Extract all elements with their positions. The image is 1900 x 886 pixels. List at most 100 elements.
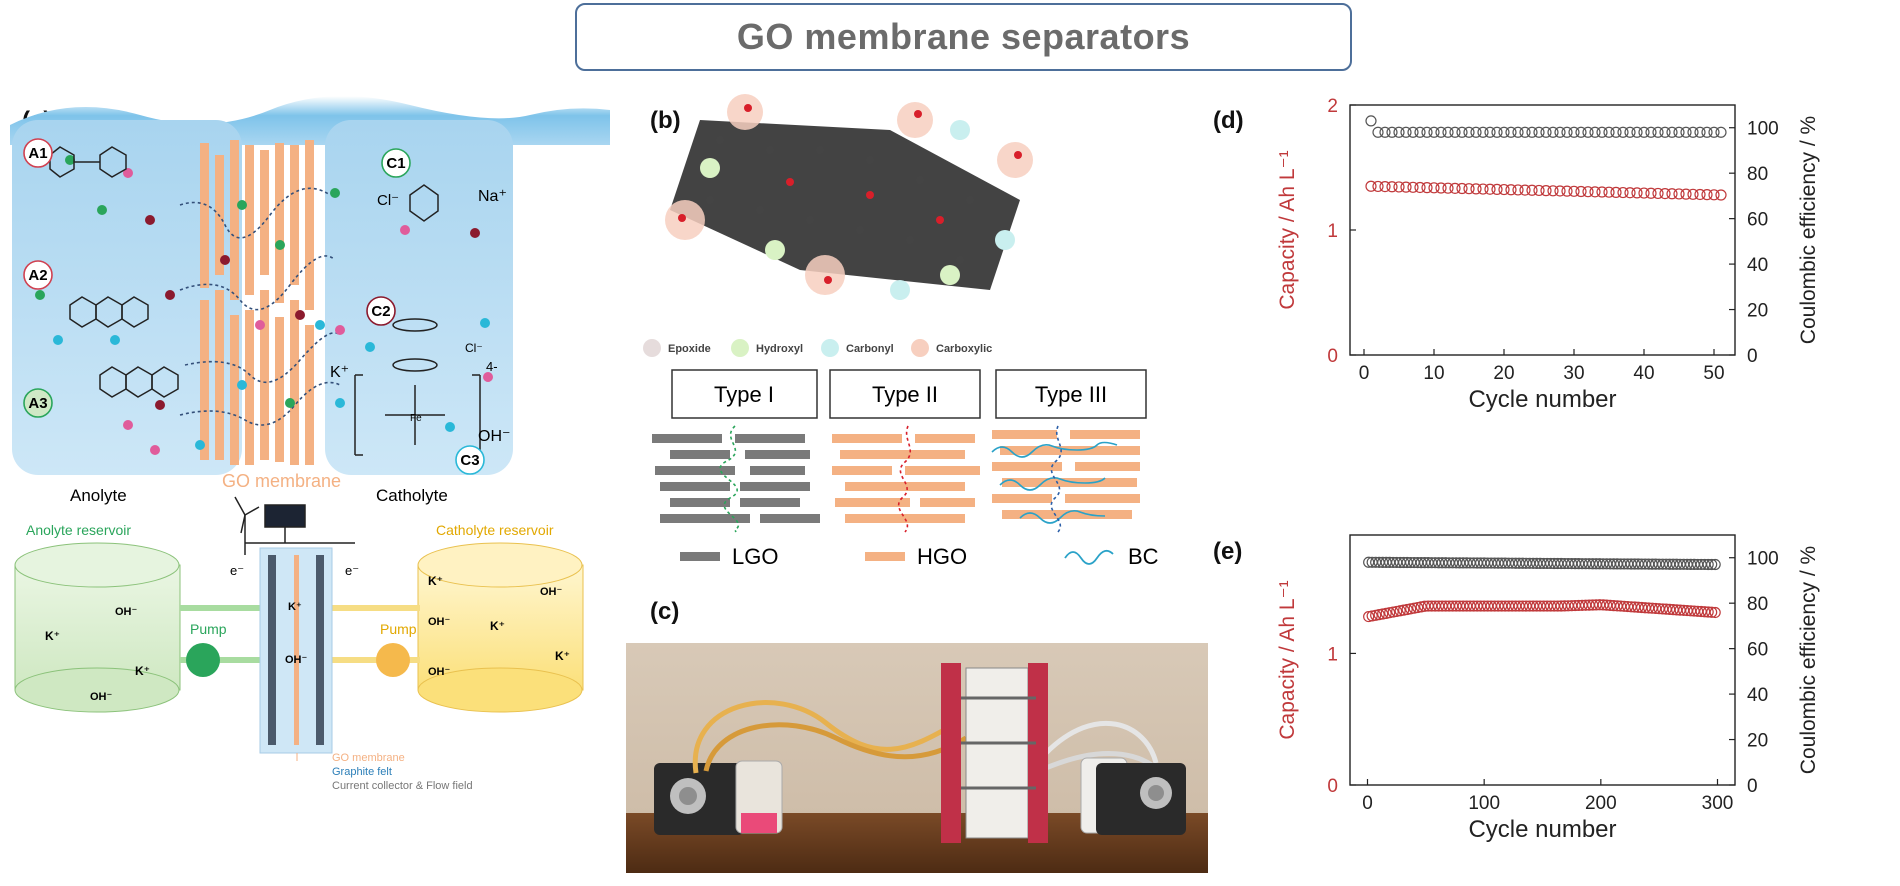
chart-e-xtick-label: 0 — [1362, 793, 1373, 814]
res-right-k2: K⁺ — [490, 619, 505, 633]
chart-e-ylabel-left: Capacity / Ah L⁻¹ — [1276, 580, 1299, 739]
panel-a-diagram: Fe A1 A2 A3 C1 C2 C3 Na⁺ K⁺ OH⁻ Cl⁻ Cl⁻ … — [10, 96, 610, 792]
catholyte-tank — [417, 542, 584, 713]
chart-e-xtick-label: 100 — [1468, 793, 1500, 814]
sodium-ion-label: Na⁺ — [478, 188, 507, 205]
pump-left-label: Pump — [190, 621, 227, 637]
chart-d-plot-frame — [1349, 104, 1736, 356]
chart-e-series1-point — [1706, 558, 1718, 571]
chart-d-series0-point — [1484, 183, 1496, 195]
chart-d-series1-point — [1575, 126, 1587, 138]
chart-d-series0-point — [1400, 181, 1412, 193]
chart-d-series1-point — [1519, 126, 1531, 138]
chart-d-series0-point — [1575, 185, 1587, 198]
type-iii-box — [995, 369, 1147, 419]
chart-d-series0-point — [1470, 183, 1482, 195]
catholyte-pump — [376, 643, 410, 677]
chart-d-series1-point — [1582, 126, 1594, 138]
pump-right-label: Pump — [380, 621, 417, 637]
chart-d-series0-point — [1477, 183, 1489, 195]
chart-d-xtick-label: 30 — [1563, 363, 1584, 384]
catholyte-reservoir-label: Catholyte reservoir — [436, 522, 554, 538]
chart-d-series1-point — [1666, 126, 1678, 138]
legend-carbonyl: Carbonyl — [846, 343, 894, 355]
chart-d-series1-point — [1589, 126, 1601, 138]
chart-d-series1-point — [1498, 126, 1510, 138]
chart-d-ytick-left-label: 1 — [1327, 221, 1338, 242]
chart-d-series0-point — [1547, 185, 1559, 197]
type-ii-layers — [832, 434, 980, 523]
chart-e-series1-point — [1709, 558, 1721, 571]
species-a2: A2 — [28, 267, 47, 284]
chart-d-xtick-label: 40 — [1633, 363, 1654, 384]
figure-title-box: GO membrane separators — [575, 3, 1352, 71]
molecule-structures — [49, 146, 481, 456]
chart-d-ytick-right-label: 40 — [1747, 255, 1768, 276]
hgo-key-label: HGO — [917, 544, 967, 569]
chart-d-series1-point — [1694, 126, 1706, 138]
chart-d-series0-point — [1596, 186, 1608, 198]
chart-d-series0-point — [1673, 188, 1685, 200]
res-left-k2: K⁺ — [135, 664, 150, 678]
chart-e-series1-point — [1702, 558, 1714, 571]
chart-d-series1-point — [1680, 126, 1692, 138]
ion-pathways — [179, 187, 341, 426]
chart-d-ytick-right-label: 100 — [1747, 119, 1779, 140]
type-iii-layers — [992, 430, 1140, 519]
chart-d-series1-point — [1526, 126, 1538, 138]
hydroxide-ion-label: OH⁻ — [478, 428, 510, 445]
chart-e-ylabel-right: Coulombic efficiency / % — [1797, 546, 1820, 774]
chart-d-series0-point — [1393, 181, 1405, 193]
type-i-label: Type I — [714, 382, 774, 407]
chart-d-ytick-left-label: 2 — [1327, 96, 1338, 117]
chart-e-ytick-right-label: 80 — [1747, 594, 1768, 615]
bc-key-swatch — [1064, 549, 1114, 565]
chart-d-series1-point — [1603, 126, 1615, 138]
chart-d-series1-point — [1512, 126, 1524, 138]
chart-d-series1-point — [1659, 126, 1671, 138]
chart-d-series1-point — [1379, 126, 1391, 138]
panel-b-label: (b) — [650, 107, 681, 134]
chart-d-series0-point — [1372, 180, 1384, 193]
bacterial-cellulose-fibers — [991, 441, 1118, 524]
anolyte-reservoir-label: Anolyte reservoir — [26, 522, 131, 538]
chart-d-series0-point — [1554, 185, 1566, 197]
panel-e-label: (e) — [1213, 538, 1243, 565]
legend-hydroxyl: Hydroxyl — [756, 343, 803, 355]
chart-e-series0-point — [1702, 606, 1714, 618]
chart-d-series0-point — [1435, 182, 1447, 194]
ferrocyanide-charge: 4- — [486, 359, 498, 374]
chart-d-series1-point — [1428, 126, 1440, 138]
chart-d-series0-point — [1365, 180, 1377, 192]
res-right-k3: K⁺ — [555, 649, 570, 663]
chart-d-series0-point — [1498, 183, 1510, 196]
chart-e-ytick-right-label: 60 — [1747, 640, 1768, 661]
chart-d-series1-point — [1631, 126, 1643, 138]
hgo-key-swatch — [865, 552, 905, 561]
chart-d-series0-point — [1519, 184, 1531, 196]
chart-d-series0-point — [1414, 181, 1426, 194]
chart-d-series0-point — [1666, 188, 1678, 200]
chart-d-series0-point — [1659, 187, 1671, 200]
type-ii-path — [898, 425, 911, 533]
chart-d-series1-point — [1442, 126, 1454, 138]
potassium-ion-label: K⁺ — [330, 364, 349, 381]
chart-d-xtick-label: 10 — [1423, 363, 1444, 384]
species-c3: C3 — [460, 452, 479, 469]
chart-d-ytick-right-label: 60 — [1747, 210, 1768, 231]
chart-e-ytick-right-label: 40 — [1747, 685, 1768, 706]
chart-d-series1-point — [1386, 126, 1398, 138]
chart-d-series1-point — [1421, 126, 1433, 138]
chart-d-series1-point — [1610, 126, 1622, 138]
electron-right: e⁻ — [345, 563, 359, 578]
chart-d-series1-point — [1596, 126, 1608, 138]
chart-d-series1-point — [1540, 126, 1552, 138]
anolyte-chamber — [12, 120, 242, 475]
chart-d-series0-point — [1449, 182, 1461, 194]
res-right-oh3: OH⁻ — [428, 666, 451, 678]
type-iii-label: Type III — [1035, 382, 1107, 407]
res-right-oh1: OH⁻ — [540, 586, 563, 598]
chart-d-series0-point — [1386, 181, 1398, 193]
panel-d-label: (d) — [1213, 107, 1244, 134]
chloride-label-1: Cl⁻ — [377, 192, 399, 209]
